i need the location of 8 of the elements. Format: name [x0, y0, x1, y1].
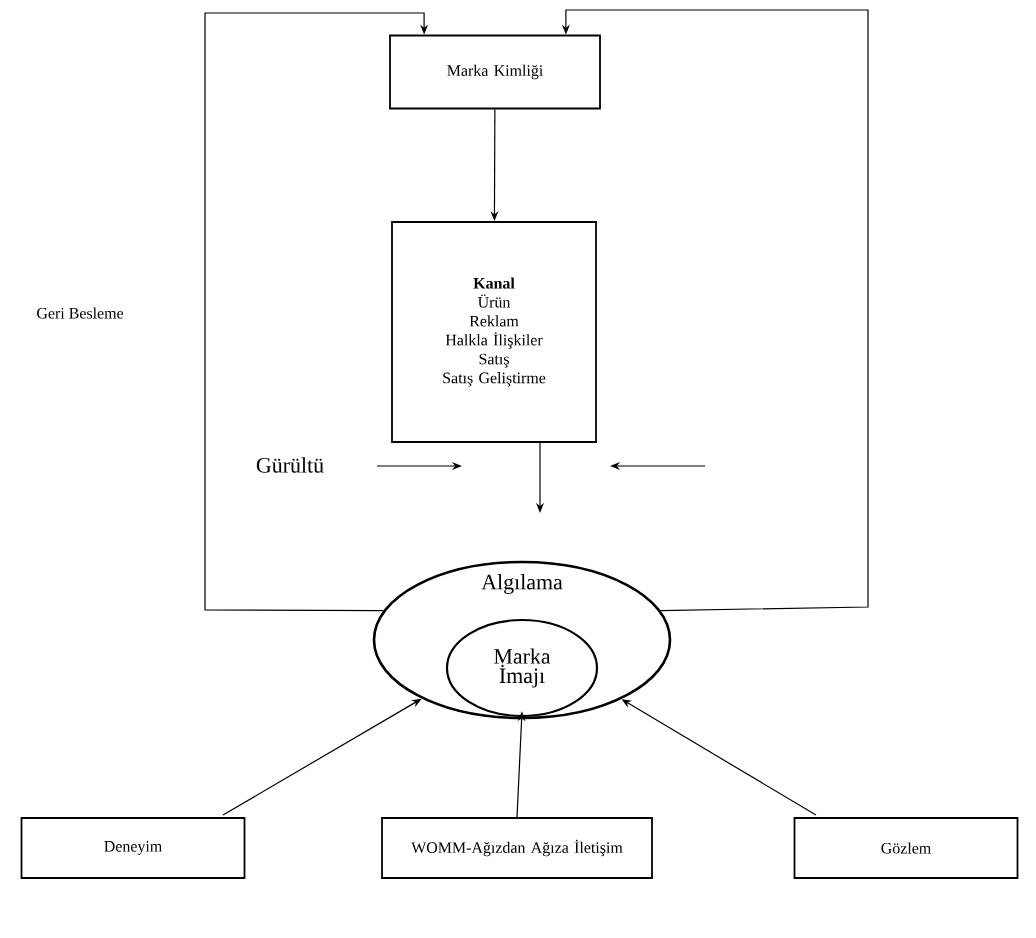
feedback-arrow	[204, 12, 429, 612]
process-box: Marka Kimliği	[389, 34, 601, 110]
process-box: WOMM-Ağızdan Ağıza İletişim	[381, 817, 653, 879]
process-box: Gözlem	[793, 817, 1019, 879]
label: Gürültü	[256, 457, 324, 473]
process-box: Kanal Ürün Reklam Halkla İlişkiler Satış Satış Geliştirme	[391, 221, 597, 443]
process-box: Deneyim	[20, 817, 246, 879]
label: Geri Besleme	[37, 307, 124, 319]
